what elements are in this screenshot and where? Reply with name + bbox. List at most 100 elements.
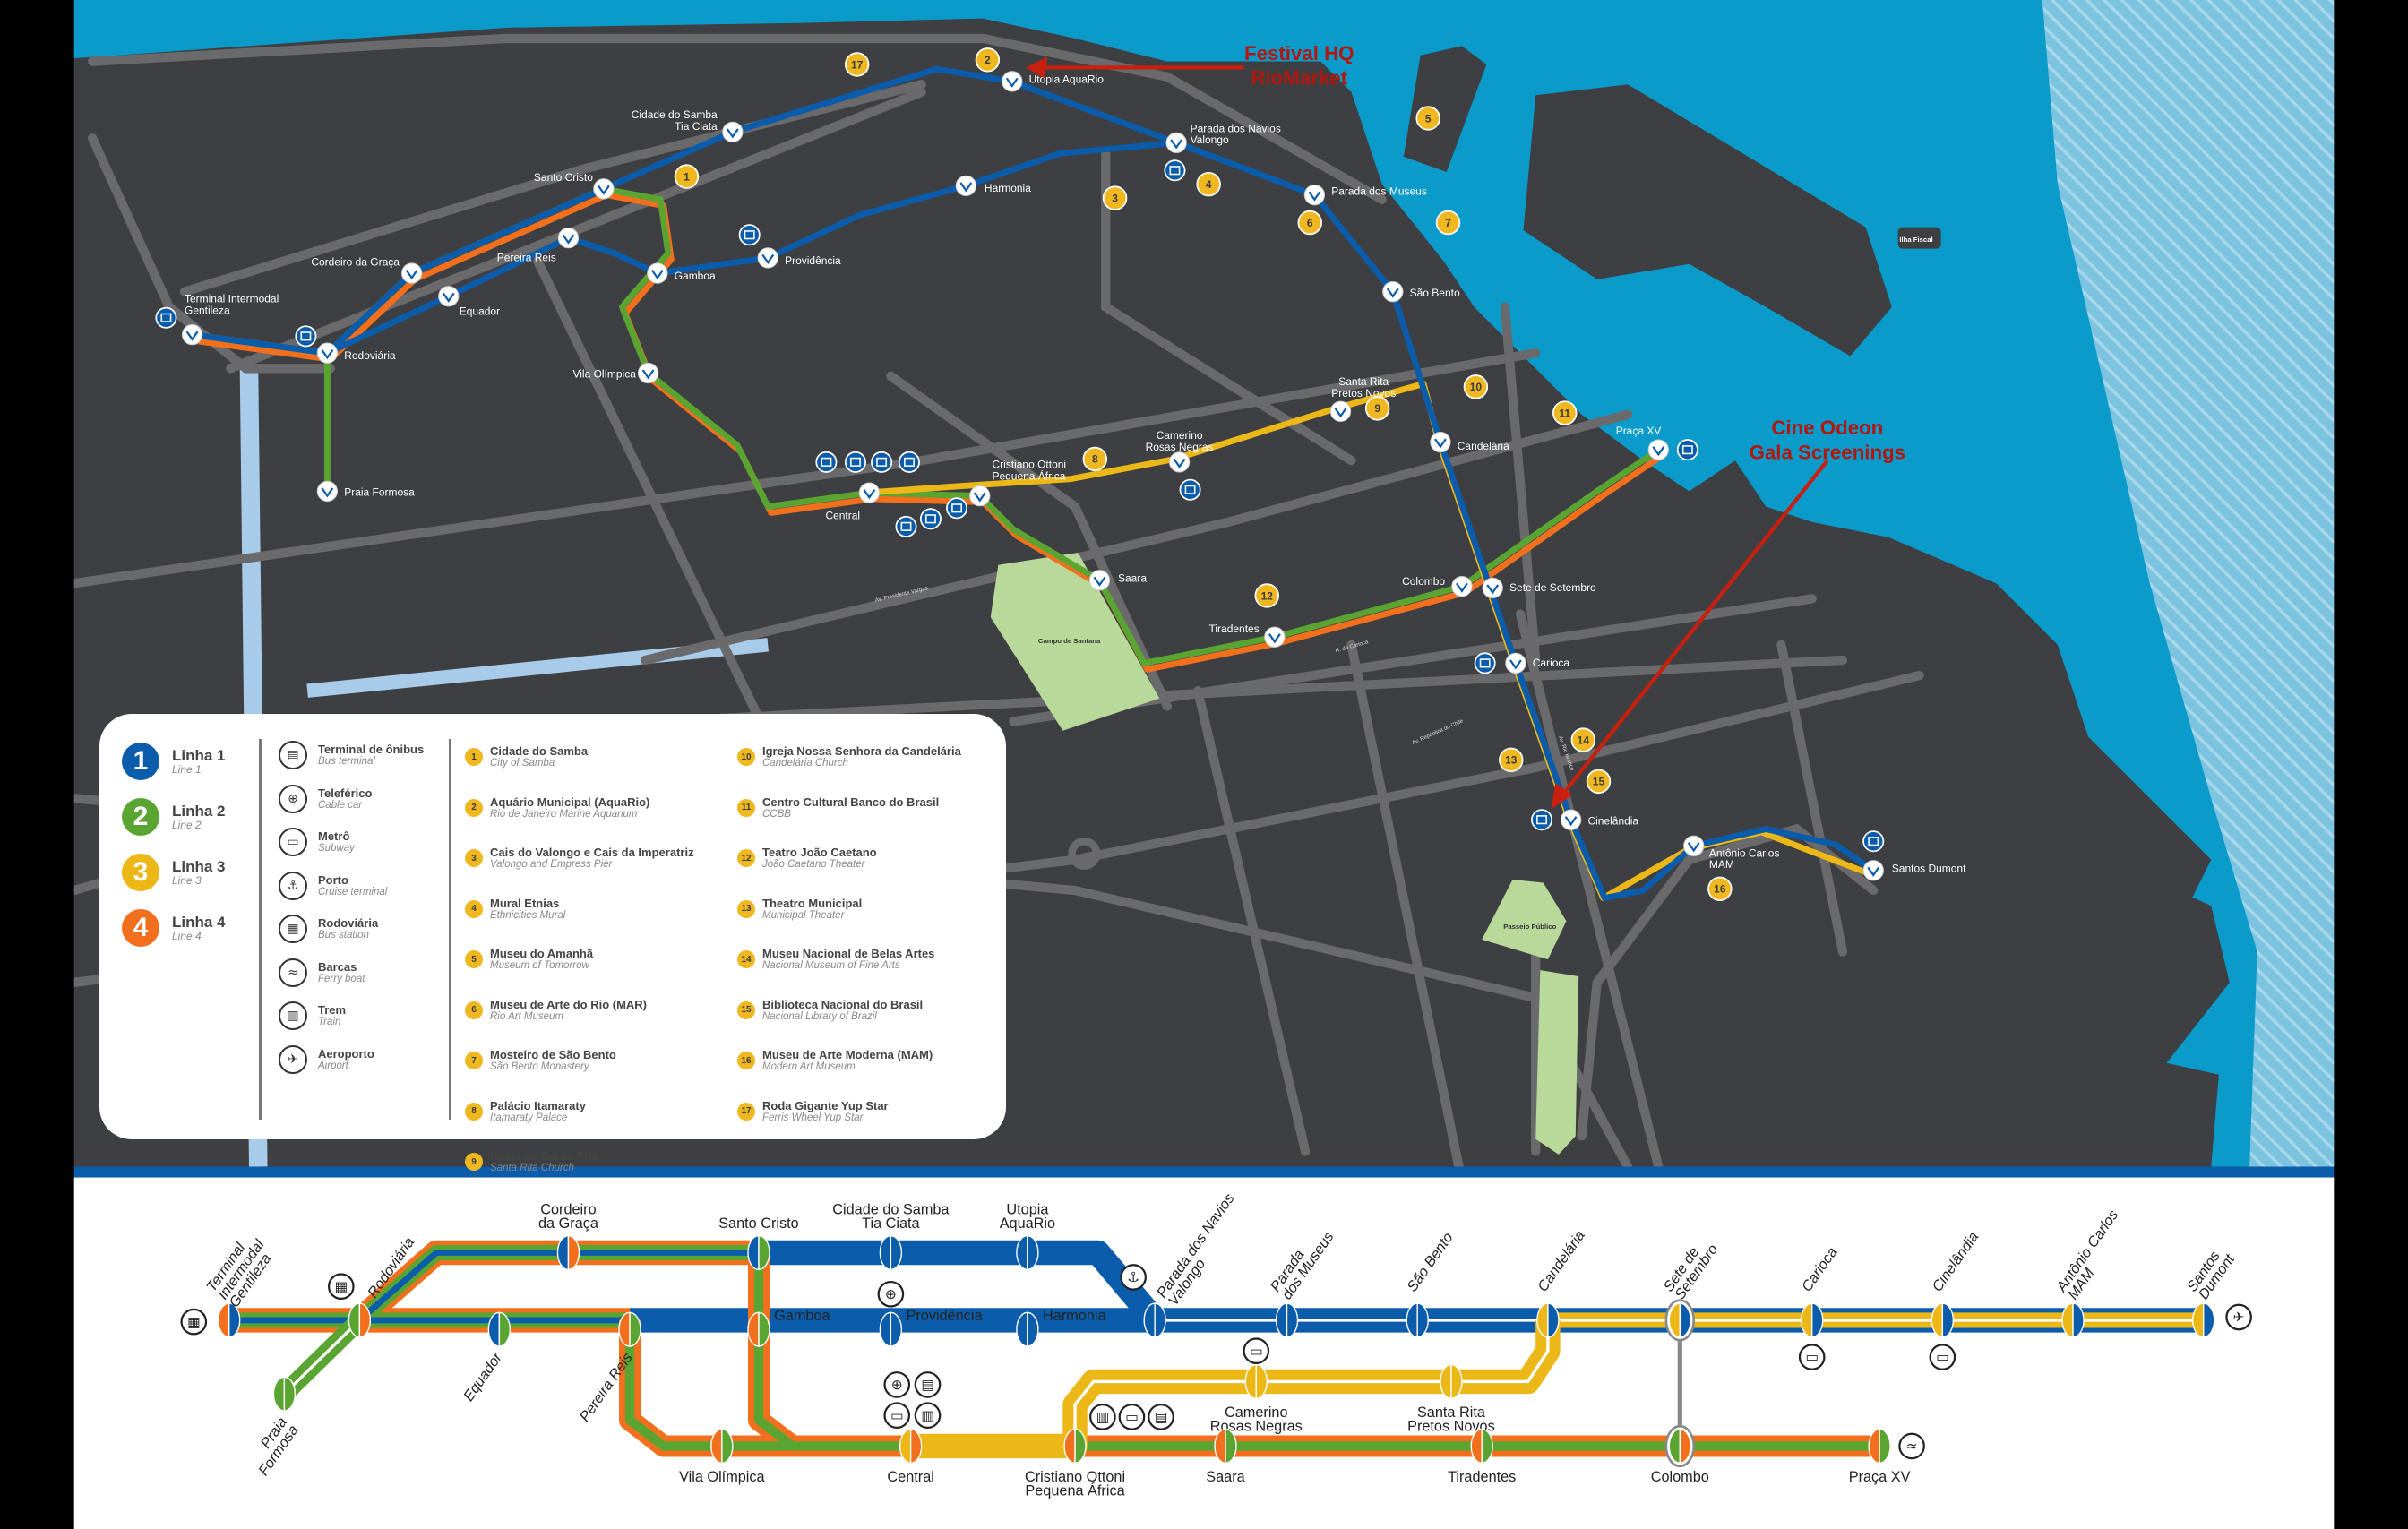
- map-station[interactable]: São Bento: [1382, 280, 1460, 303]
- attraction-badge-icon: 14: [737, 950, 755, 968]
- schematic-station-label: Gamboa: [774, 1308, 830, 1324]
- line-subtitle: Line 4: [172, 929, 202, 942]
- schematic-station[interactable]: Vila Olímpica: [679, 1428, 766, 1485]
- map-station[interactable]: Cinelândia: [1560, 809, 1638, 830]
- attraction-marker[interactable]: 16: [1707, 876, 1733, 902]
- schematic-station[interactable]: Santo Cristo: [718, 1215, 799, 1271]
- attraction-marker[interactable]: 3: [1102, 185, 1128, 210]
- map-station-label: Equador: [460, 305, 500, 317]
- park-passeio-publico: [1482, 880, 1567, 960]
- service-subtitle: Bus station: [318, 930, 369, 941]
- attraction-marker[interactable]: 12: [1254, 583, 1279, 608]
- map-station[interactable]: Pereira Reis: [497, 227, 580, 264]
- subway-icon: ▭: [1929, 1344, 1956, 1370]
- subway-icon: ▭: [1243, 1337, 1270, 1365]
- attraction-marker[interactable]: 5: [1415, 106, 1440, 131]
- map-station[interactable]: Utopia AquaRio: [1002, 71, 1105, 92]
- map-station[interactable]: Praia Formosa: [316, 480, 415, 503]
- schematic-station[interactable]: SantosDumont: [2184, 1242, 2239, 1338]
- attraction-badge-icon: 17: [737, 1102, 755, 1121]
- map-station[interactable]: Colombo: [1402, 575, 1473, 597]
- attraction-marker[interactable]: 9: [1364, 396, 1390, 421]
- station-marker-icon: [722, 121, 744, 143]
- station-marker-icon: [1683, 835, 1705, 856]
- attraction-marker[interactable]: 6: [1297, 210, 1322, 236]
- route-line-1-branch: [325, 139, 1177, 356]
- map-station[interactable]: Parada dos Museus: [1303, 185, 1427, 206]
- schematic-station[interactable]: Central: [887, 1428, 934, 1485]
- map-station[interactable]: Harmonia: [955, 175, 1031, 197]
- attraction-marker[interactable]: 11: [1552, 400, 1578, 425]
- map-station-label: Utopia AquaRio: [1029, 73, 1105, 86]
- schematic-station[interactable]: Tiradentes: [1448, 1428, 1516, 1485]
- schematic-station[interactable]: Praça XV: [1849, 1428, 1911, 1485]
- attraction-name: Museu de Arte Moderna (MAM): [762, 1048, 933, 1061]
- map-station[interactable]: Sete de Setembro: [1482, 577, 1596, 599]
- cine-odeon-annotation: Cine Odeon Gala Screenings: [1551, 417, 1905, 810]
- attraction-marker[interactable]: 7: [1435, 210, 1461, 236]
- attraction-marker[interactable]: 17: [844, 52, 870, 77]
- transit-connection-icon: [1179, 478, 1201, 501]
- map-station[interactable]: Vila Olímpica: [572, 362, 659, 384]
- schematic-station[interactable]: Saara: [1206, 1428, 1246, 1485]
- map-station[interactable]: Santos Dumont: [1862, 860, 1966, 881]
- schematic-station[interactable]: Colombo: [1651, 1424, 1709, 1485]
- map-station[interactable]: Candelária: [1430, 431, 1509, 453]
- map-station[interactable]: Carioca: [1505, 652, 1570, 674]
- map-station[interactable]: Cordeiro da Graça: [311, 255, 423, 284]
- attraction-marker[interactable]: 13: [1499, 747, 1524, 773]
- vlt-logo-icon: [185, 331, 199, 341]
- attraction-marker[interactable]: 1: [674, 164, 700, 189]
- schematic-station[interactable]: Providência: [879, 1308, 983, 1347]
- attraction-number: 3: [1112, 192, 1118, 204]
- attraction-marker[interactable]: 2: [975, 47, 1001, 73]
- attraction-number: 2: [985, 54, 991, 66]
- map-station[interactable]: Rodoviária: [316, 342, 396, 364]
- attraction-marker[interactable]: 14: [1570, 727, 1596, 752]
- attraction-marker[interactable]: 15: [1586, 769, 1612, 795]
- schematic-station[interactable]: Gamboa: [747, 1308, 830, 1347]
- bus-station-icon: ▦: [327, 1273, 355, 1301]
- attraction-marker[interactable]: 8: [1082, 446, 1108, 472]
- schematic-service-icons: ▦ ▦ ⊕ ⚓ ▭ ▭ ▭ ✈ ≈ ⊕ ▤ ▭ ▥ ▥ ▭ ▤: [180, 1264, 2252, 1460]
- train-icon: ▥: [914, 1402, 942, 1429]
- map-station[interactable]: Praça XV: [1616, 425, 1669, 460]
- map-station[interactable]: Saara: [1088, 570, 1147, 591]
- map-station[interactable]: Tiradentes: [1209, 623, 1286, 648]
- map-station[interactable]: Gamboa: [647, 262, 716, 284]
- schematic-station[interactable]: Harmonia: [1016, 1308, 1107, 1347]
- map-station[interactable]: Central: [825, 482, 881, 521]
- attraction-marker[interactable]: 4: [1196, 171, 1221, 197]
- schematic-station-label: Santo Cristo: [718, 1215, 799, 1232]
- map-station[interactable]: Santo Cristo: [534, 171, 615, 200]
- map-station[interactable]: Providência: [757, 247, 841, 269]
- line-badge-icon: 1: [122, 743, 159, 780]
- station-marker-icon: [316, 342, 339, 364]
- map-station[interactable]: Equador: [438, 286, 500, 318]
- attraction-marker[interactable]: 10: [1463, 374, 1489, 399]
- service-subtitle: Ferry boat: [318, 973, 366, 984]
- attraction-subtitle: Municipal Theater: [762, 909, 845, 921]
- track-line-1-upper: [758, 1240, 1165, 1328]
